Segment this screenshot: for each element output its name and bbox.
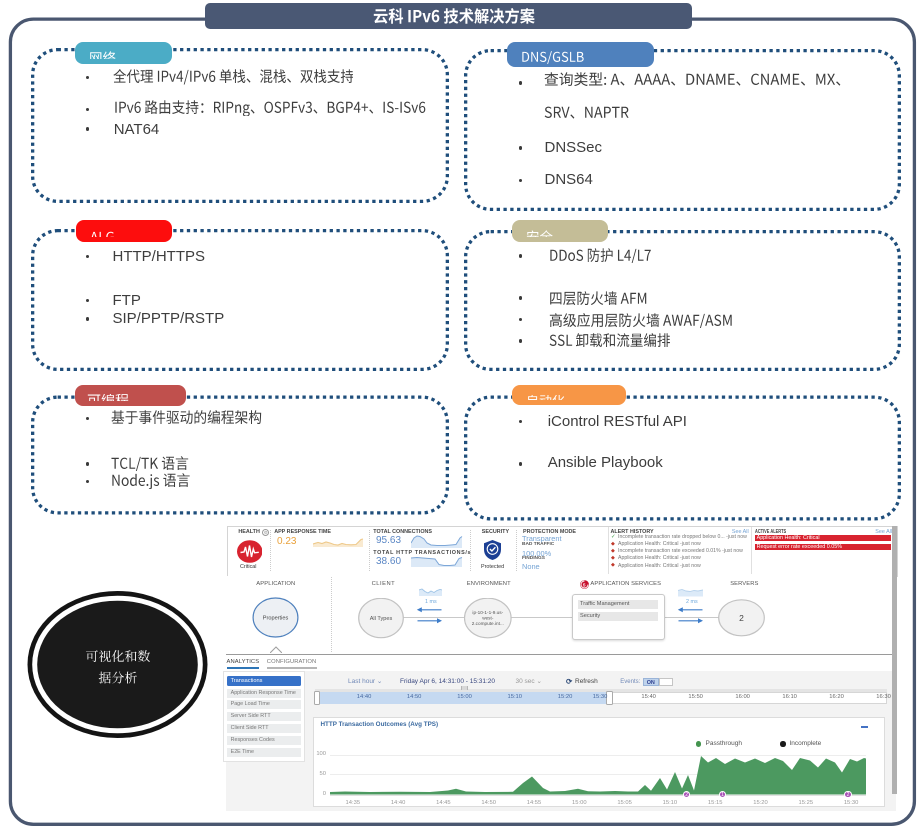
svg-text:5: 5 xyxy=(582,582,585,588)
svg-text:2: 2 xyxy=(739,613,744,623)
svg-text:ip-10-1-1-9.us-: ip-10-1-1-9.us- xyxy=(472,610,503,615)
svg-text:west-: west- xyxy=(482,616,494,621)
svg-text:Properties: Properties xyxy=(263,616,289,622)
svg-text:All Types: All Types xyxy=(370,616,393,622)
svg-text:2.compute.int...: 2.compute.int... xyxy=(472,621,504,626)
